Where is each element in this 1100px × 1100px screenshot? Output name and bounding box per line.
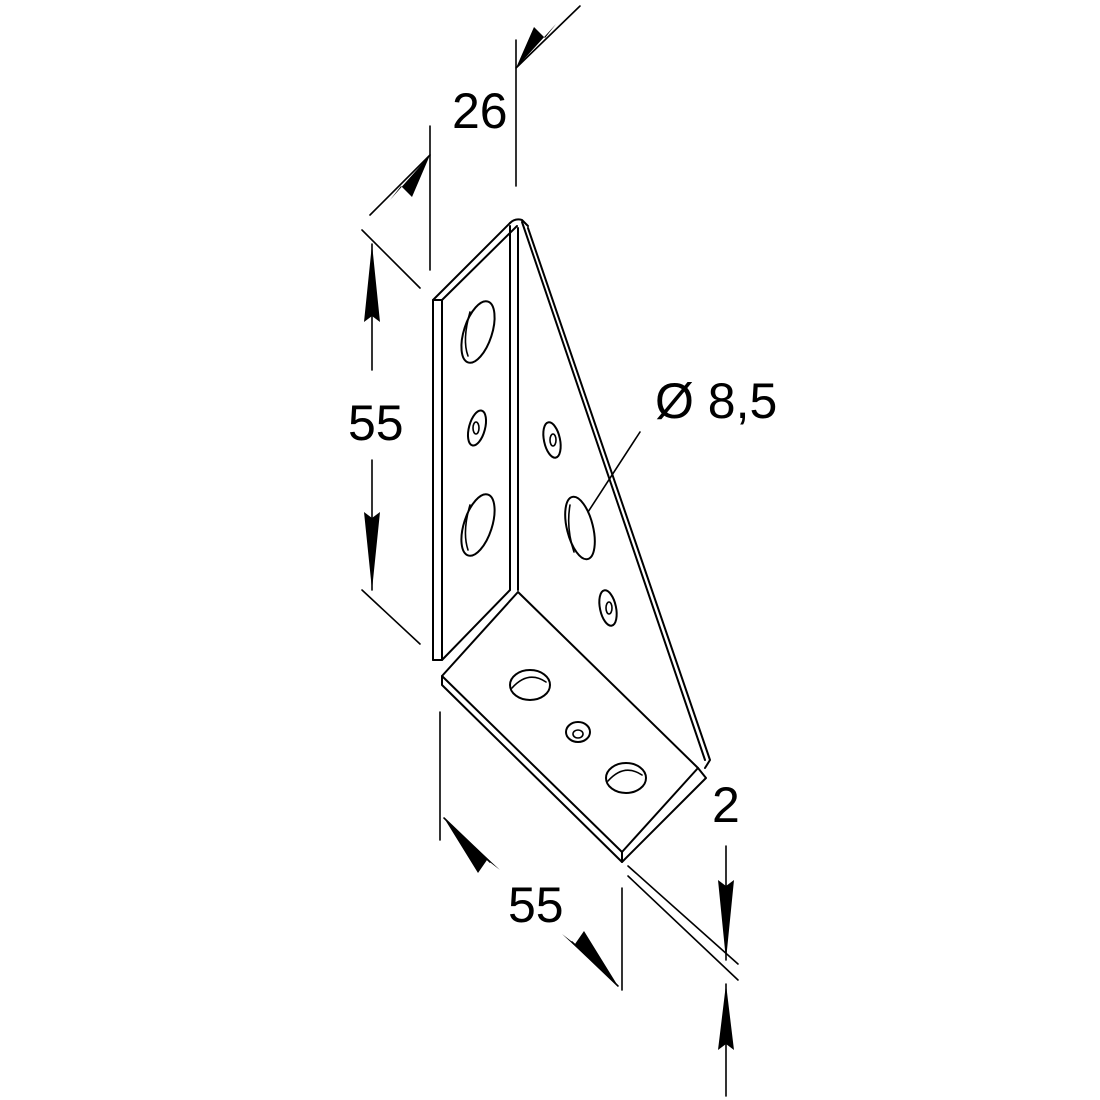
height-arrow-top <box>364 244 380 322</box>
vertical-plate-top-edge <box>432 222 518 301</box>
depth-arrow-left <box>390 155 430 200</box>
hole-gusset-small-top <box>542 421 562 459</box>
length-value: 55 <box>508 877 564 933</box>
dimension-thickness: 2 <box>627 777 740 1097</box>
dimension-depth: 26 <box>369 5 581 271</box>
holes <box>460 300 647 794</box>
hole-base-small <box>565 721 591 743</box>
dimension-length: 55 <box>439 711 623 991</box>
hole-base-large-right <box>605 762 647 794</box>
length-arrow-left <box>444 818 500 873</box>
depth-value: 26 <box>452 83 508 139</box>
hole-diameter-value: Ø 8,5 <box>655 373 777 429</box>
thickness-arrow-top <box>718 880 734 960</box>
bracket-body <box>432 218 711 863</box>
hole-vertical-small <box>466 409 488 447</box>
dimension-hole-diameter: Ø 8,5 <box>587 373 777 513</box>
gusset-edge <box>521 221 711 769</box>
base-plate-side-edge <box>621 767 707 863</box>
hole-vertical-large-top <box>460 300 496 364</box>
length-arrow-right <box>562 931 618 986</box>
height-arrow-bottom <box>364 512 380 590</box>
diameter-leader <box>587 431 641 513</box>
hole-gusset-small-bottom <box>598 589 618 627</box>
top-corner-cap <box>509 218 529 227</box>
depth-arrow-right <box>516 24 556 68</box>
hole-vertical-large-bottom <box>460 493 496 557</box>
thickness-arrow-bottom <box>718 984 734 1050</box>
thickness-value: 2 <box>712 777 740 833</box>
vertical-plate-front <box>432 299 443 661</box>
hole-gusset-large <box>564 495 596 561</box>
vertical-plate-bottom <box>432 589 511 661</box>
height-value: 55 <box>348 395 404 451</box>
base-plate-front-edge <box>441 675 623 863</box>
hole-base-large-left <box>509 669 551 701</box>
dimension-height: 55 <box>348 229 421 645</box>
inner-corner-line <box>509 225 519 591</box>
